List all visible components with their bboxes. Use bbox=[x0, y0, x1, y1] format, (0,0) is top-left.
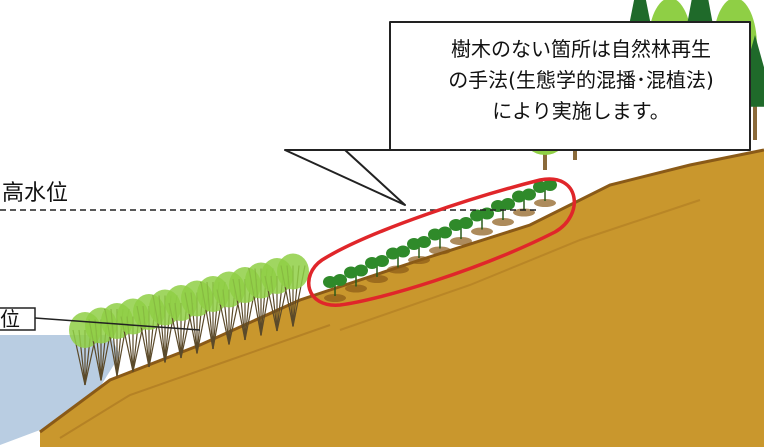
callout-line: の手法(生態学的混播･混植法) bbox=[448, 68, 714, 92]
seedling-icon bbox=[428, 226, 452, 255]
callout-bubble bbox=[284, 21, 751, 206]
seedling-icon bbox=[533, 179, 557, 207]
tree-icon bbox=[277, 253, 309, 327]
seedling-icon bbox=[449, 217, 473, 245]
callout-text: 樹木のない箇所は自然林再生 の手法(生態学的混播･混植法) により実施します。 bbox=[392, 34, 764, 127]
seedling-icon bbox=[344, 264, 368, 293]
callout-line: 樹木のない箇所は自然林再生 bbox=[451, 37, 711, 61]
planting-area-highlight bbox=[307, 177, 576, 307]
low-water-label: 位 bbox=[0, 307, 20, 331]
seedling-icon bbox=[470, 207, 494, 236]
seedling-icon bbox=[512, 188, 536, 217]
seedling-icon bbox=[323, 274, 347, 302]
callout-line: により実施します。 bbox=[492, 99, 670, 123]
seedling-icon bbox=[386, 245, 410, 274]
soil-bank bbox=[40, 150, 764, 447]
high-water-label: 高水位 bbox=[2, 181, 69, 206]
low-water-label-box bbox=[0, 307, 36, 331]
seedling-icon bbox=[407, 236, 431, 264]
seedling-icon bbox=[365, 255, 389, 283]
planted-seedlings bbox=[323, 179, 557, 302]
seedling-icon bbox=[491, 198, 515, 226]
